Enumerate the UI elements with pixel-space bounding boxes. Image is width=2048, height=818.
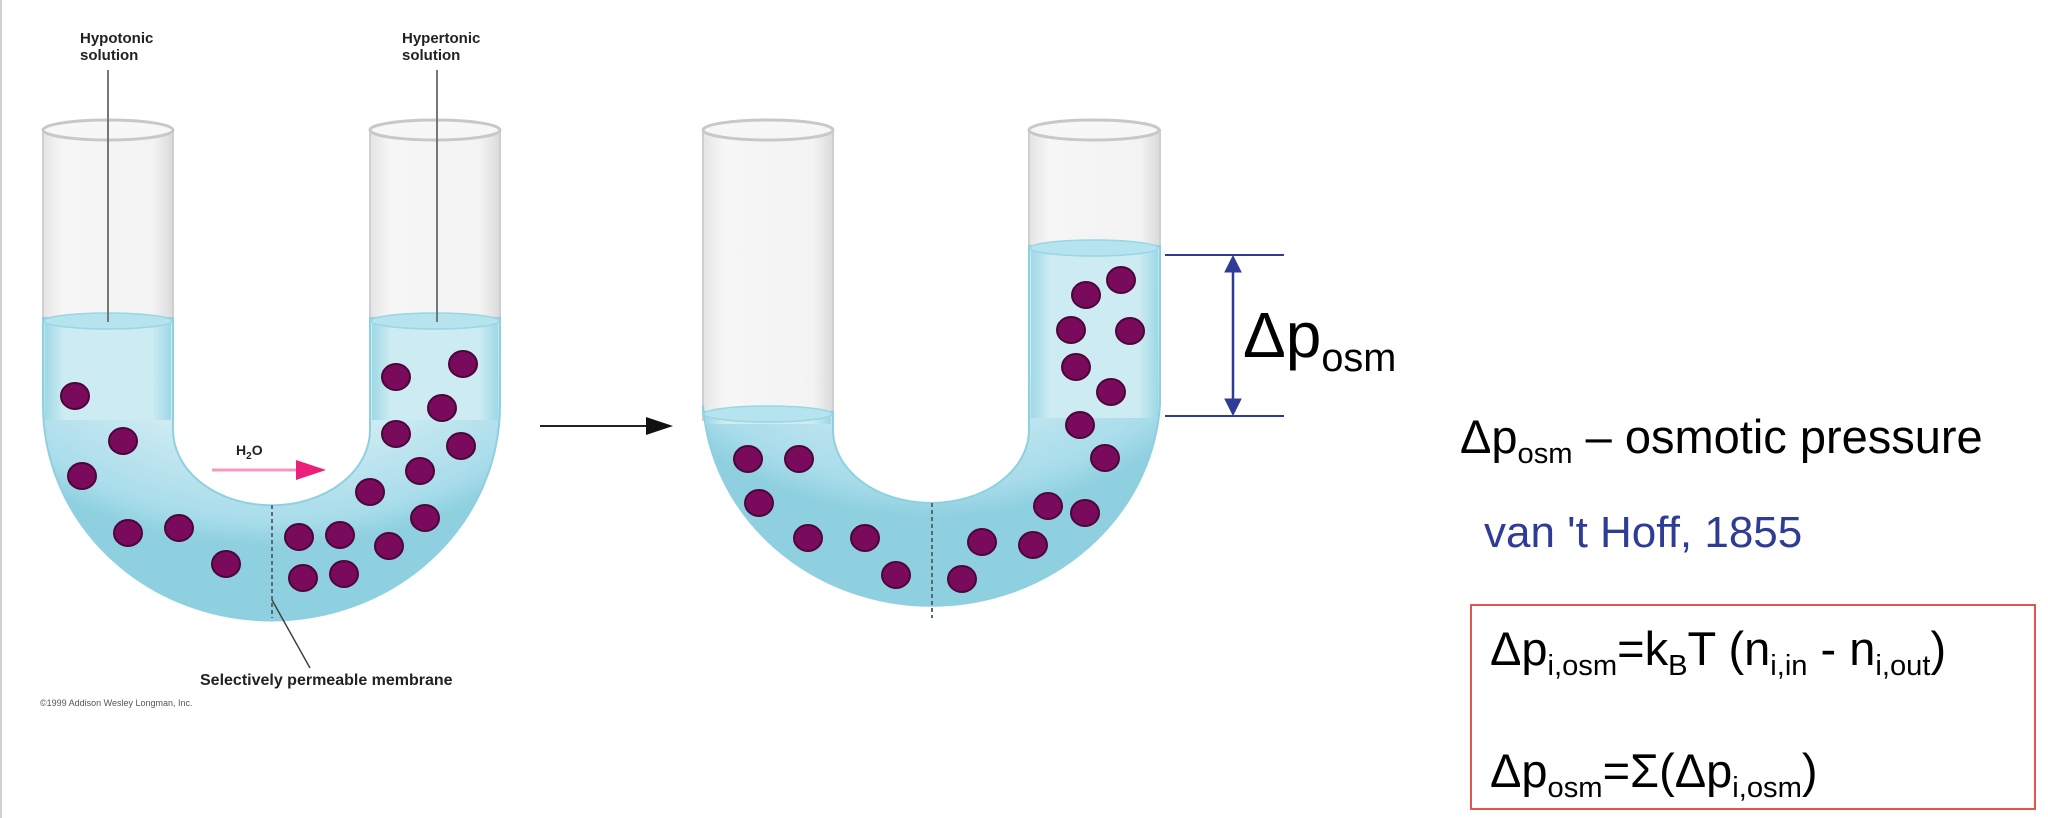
def-text: – osmotic pressure — [1572, 410, 1983, 463]
delta-p-subscript: osm — [1321, 335, 1397, 380]
f1-a-sub: i,osm — [1547, 650, 1618, 683]
o-text: O — [251, 442, 263, 458]
f2-a: Δp — [1490, 744, 1548, 797]
f1-a: Δp — [1490, 622, 1548, 675]
f2-b: =Σ(Δp — [1602, 744, 1733, 797]
f1-d: - n — [1807, 622, 1876, 675]
def-symbol: Δp — [1460, 410, 1518, 463]
h-text: H — [236, 442, 247, 458]
f1-c: T (n — [1687, 622, 1771, 675]
hypotonic-label-line2: solution — [80, 47, 139, 64]
f2-c: ) — [1801, 744, 1818, 797]
copyright-text: ©1999 Addison Wesley Longman, Inc. — [40, 698, 193, 708]
page-left-border — [0, 0, 2, 818]
u-tube-after — [701, 118, 1161, 618]
pressure-difference-marker — [1165, 254, 1284, 417]
h-sub: 2 — [246, 450, 252, 462]
f2-a-sub: osm — [1547, 772, 1603, 805]
formula-partial-pressure: Δpi,osm=kBT (ni,in - ni,out) — [1490, 622, 1946, 693]
hypertonic-label-line1: Hypertonic — [402, 30, 481, 47]
membrane-label: Selectively permeable membrane — [200, 672, 453, 689]
f1-b-sub: B — [1668, 650, 1688, 683]
f1-d-sub: i,out — [1875, 650, 1931, 683]
van-t-hoff-attribution: van 't Hoff, 1855 — [1484, 508, 1803, 557]
f2-b-sub: i,osm — [1732, 772, 1802, 805]
def-symbol-sub: osm — [1517, 438, 1573, 471]
hypertonic-label: Hypertonic solution — [402, 30, 480, 64]
delta-p-symbol: Δp — [1243, 299, 1322, 371]
transition-arrow-icon — [540, 417, 673, 435]
formula-box — [1470, 604, 2036, 810]
formula-total-pressure: Δposm=Σ(Δpi,osm) — [1490, 744, 1818, 815]
f1-c-sub: i,in — [1770, 650, 1808, 683]
u-tube-before — [41, 70, 502, 669]
f1-e: ) — [1930, 622, 1947, 675]
hypotonic-label: Hypotonic solution — [80, 30, 153, 64]
osmotic-pressure-definition: Δposm – osmotic pressure — [1460, 410, 1983, 481]
hypertonic-label-line2: solution — [402, 47, 461, 64]
f1-b: =k — [1617, 622, 1669, 675]
hypotonic-label-line1: Hypotonic — [80, 30, 154, 47]
water-flow-label: H2O — [236, 442, 263, 462]
delta-p-osm-label: Δposm — [1243, 300, 1396, 393]
